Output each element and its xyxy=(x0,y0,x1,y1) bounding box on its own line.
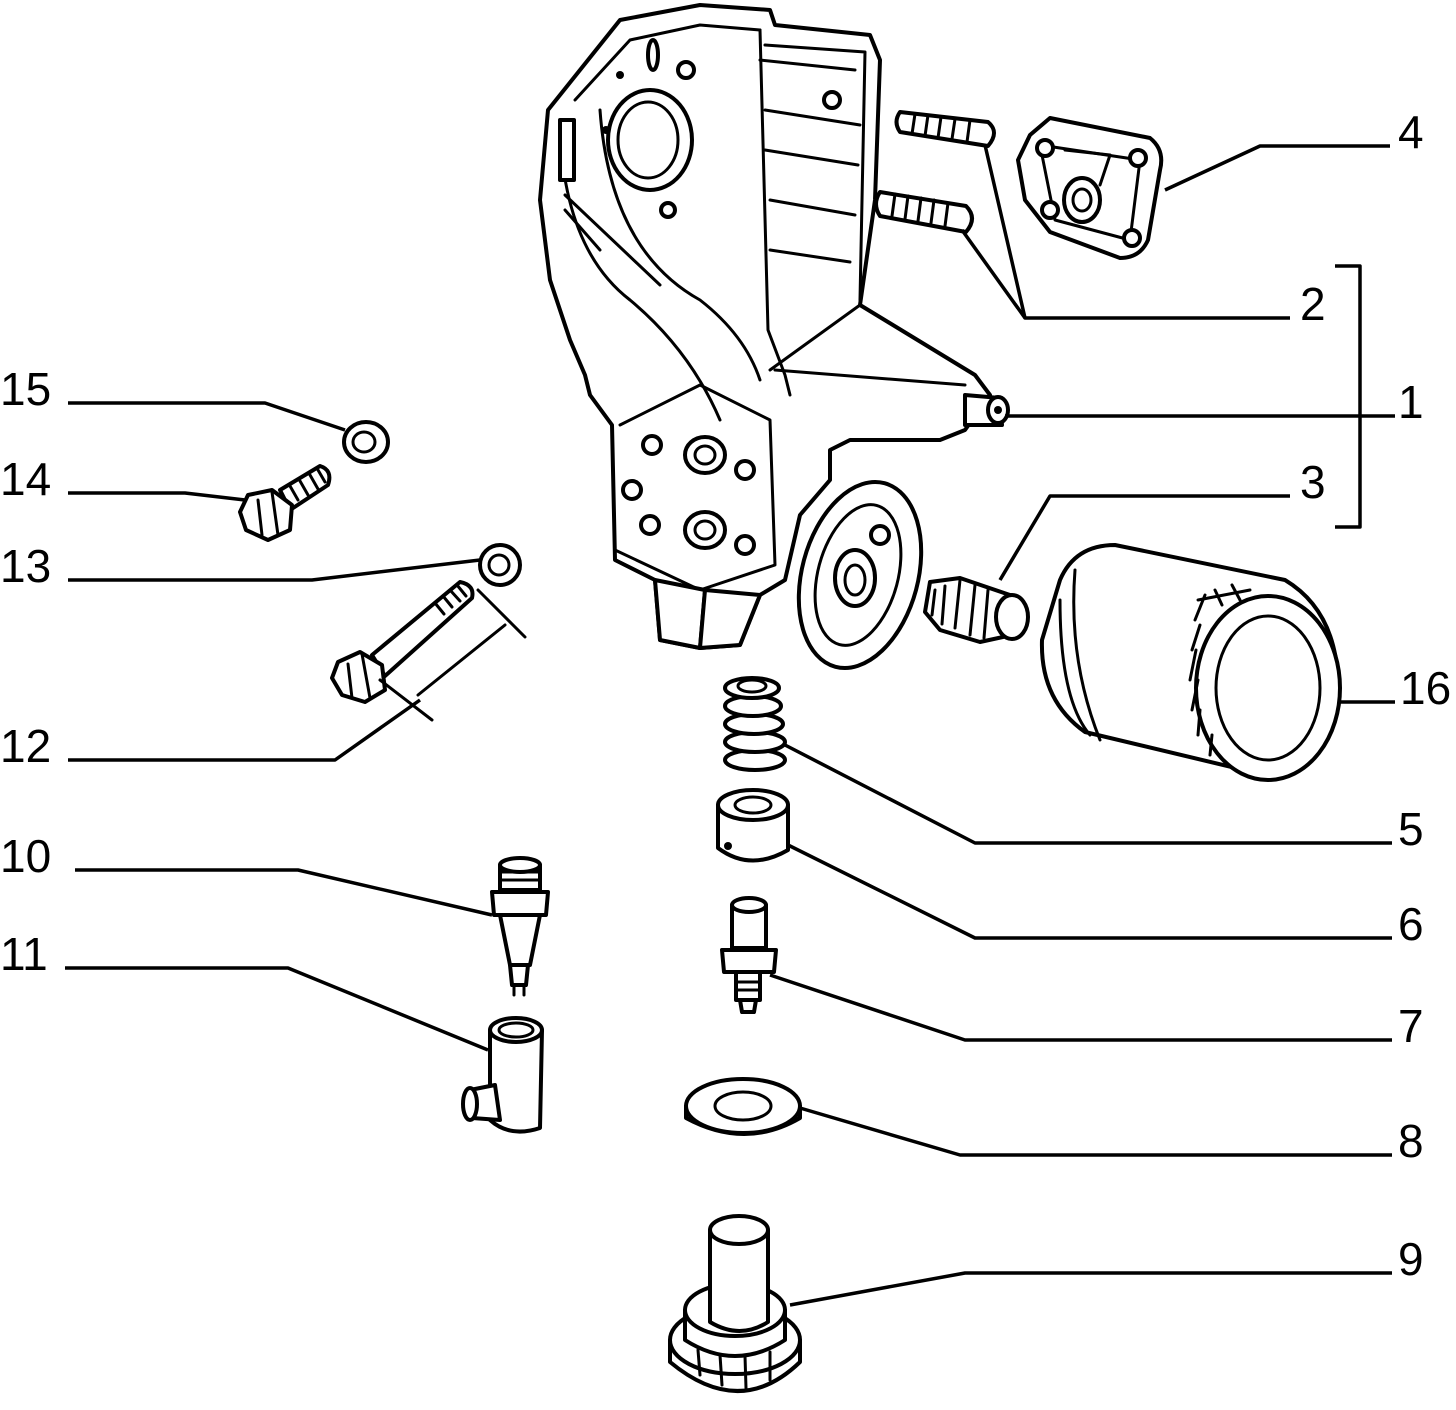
sender-part-10 xyxy=(490,856,550,997)
callout-11: 11 xyxy=(0,928,48,980)
callout-labels: 1 2 3 4 5 6 7 8 9 10 11 12 13 14 15 16 xyxy=(0,106,1451,1285)
callout-8: 8 xyxy=(1398,1115,1424,1167)
callout-5: 5 xyxy=(1398,803,1424,855)
callout-6: 6 xyxy=(1398,898,1424,950)
callout-3: 3 xyxy=(1300,456,1326,508)
nipple-part-3 xyxy=(923,576,1030,644)
callout-15: 15 xyxy=(0,363,51,415)
callout-10: 10 xyxy=(0,830,51,882)
callout-1: 1 xyxy=(1398,376,1424,428)
washer-part-15 xyxy=(342,420,390,464)
oil-filter-part-16 xyxy=(1039,543,1342,782)
callout-2: 2 xyxy=(1300,278,1326,330)
callout-12: 12 xyxy=(0,720,51,772)
studs-part-2 xyxy=(874,110,996,234)
plug-part-9 xyxy=(668,1214,802,1393)
flange-part-4 xyxy=(1016,116,1164,260)
elbow-part-11 xyxy=(461,1016,544,1134)
housing-part-1 xyxy=(538,3,1010,670)
bolt-part-14 xyxy=(238,464,332,542)
sleeve-part-6 xyxy=(716,788,790,863)
callout-9: 9 xyxy=(1398,1233,1424,1285)
leader-lines xyxy=(65,144,1395,1307)
callout-16: 16 xyxy=(1400,662,1451,714)
washer-part-13 xyxy=(478,543,522,587)
sensor-part-7 xyxy=(720,896,778,1014)
washer-part-8 xyxy=(684,1077,802,1136)
callout-13: 13 xyxy=(0,540,51,592)
callout-14: 14 xyxy=(0,453,51,505)
bolt-part-12 xyxy=(330,580,527,722)
callout-7: 7 xyxy=(1398,1000,1424,1052)
spring-part-5 xyxy=(723,676,787,772)
callout-4: 4 xyxy=(1398,106,1424,158)
